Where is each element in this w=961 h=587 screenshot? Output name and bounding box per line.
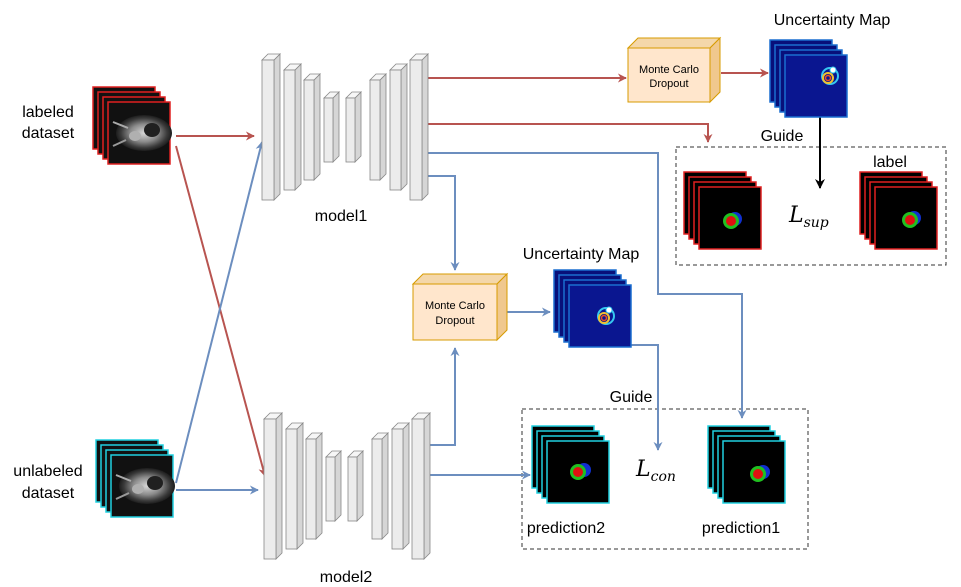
- prediction-stack-sup: [683, 171, 762, 250]
- uncertainty-heat-spot: [597, 306, 615, 325]
- network-layer: [391, 422, 410, 550]
- supervised-loss-symbol: Lsup: [788, 203, 829, 231]
- mc-dropout-label-line2: Dropout: [649, 78, 688, 90]
- unlabeled-to-model1-arrow: [175, 141, 265, 484]
- prediction1-title: prediction1: [702, 520, 780, 537]
- mc-dropout-box-bottom: Monte Carlo Dropout: [411, 272, 509, 342]
- network-layer: [409, 53, 429, 201]
- label-stack: [859, 171, 938, 250]
- network-layer: [323, 91, 340, 163]
- model2-label: model2: [320, 569, 373, 586]
- uncertainty-map-bottom: [553, 269, 632, 348]
- model1-to-sup-box-arrow: [428, 123, 713, 143]
- network-layer: [371, 432, 389, 540]
- prediction1-stack: [707, 425, 786, 504]
- mc-dropout-label-line1: Monte Carlo: [425, 300, 485, 312]
- model1-to-dropout2-arrow: [428, 175, 460, 271]
- mri-slice-image: [116, 115, 172, 151]
- labeled-dataset-stack: [92, 86, 172, 165]
- unlabeled-dataset-label-line2: dataset: [22, 485, 75, 502]
- mri-slice-image: [119, 468, 175, 504]
- network-layer: [325, 450, 342, 522]
- model1-network: [261, 53, 429, 201]
- network-layer: [347, 450, 364, 522]
- prediction2-title: prediction2: [527, 520, 605, 537]
- uncertainty-map-title-top: Uncertainty Map: [774, 12, 891, 29]
- network-layer: [283, 63, 302, 191]
- labeled-dataset-label-line2: dataset: [22, 125, 75, 142]
- consistency-loss-symbol: Lcon: [635, 457, 676, 485]
- network-layer: [369, 73, 387, 181]
- labeled-dataset-label-line1: labeled: [22, 104, 74, 121]
- network-layer: [305, 432, 323, 540]
- supervised-loss-box: [675, 146, 947, 266]
- mc-dropout-label-line1: Monte Carlo: [639, 64, 699, 76]
- model2-network: [263, 412, 431, 560]
- model2-to-dropout2-arrow: [430, 347, 460, 446]
- network-layer: [345, 91, 362, 163]
- uncertainty-heat-spot: [821, 66, 839, 85]
- uncertainty-map-top: [769, 39, 848, 118]
- network-layer: [411, 412, 431, 560]
- prediction2-stack: [531, 425, 610, 504]
- unlabeled-dataset-label-line1: unlabeled: [13, 463, 82, 480]
- labeled-flow-arrows: [175, 68, 769, 477]
- model1-label: model1: [315, 208, 368, 225]
- network-layer: [389, 63, 408, 191]
- label-title: label: [873, 154, 907, 171]
- model1-to-prediction1-arrow: [428, 152, 747, 419]
- network-layer: [303, 73, 321, 181]
- uncertainty-map-title-bottom: Uncertainty Map: [523, 246, 640, 263]
- guide-label-bottom: Guide: [610, 389, 653, 406]
- consistency-loss-box: [521, 408, 809, 550]
- guide-label-top: Guide: [761, 128, 804, 145]
- network-layer: [285, 422, 304, 550]
- mc-dropout-box-top: Monte Carlo Dropout: [626, 36, 722, 104]
- mc-dropout-label-line2: Dropout: [435, 315, 474, 327]
- unlabeled-dataset-stack: [95, 439, 175, 518]
- network-layer: [263, 412, 283, 560]
- labeled-to-model2-arrow: [175, 145, 268, 477]
- network-layer: [261, 53, 281, 201]
